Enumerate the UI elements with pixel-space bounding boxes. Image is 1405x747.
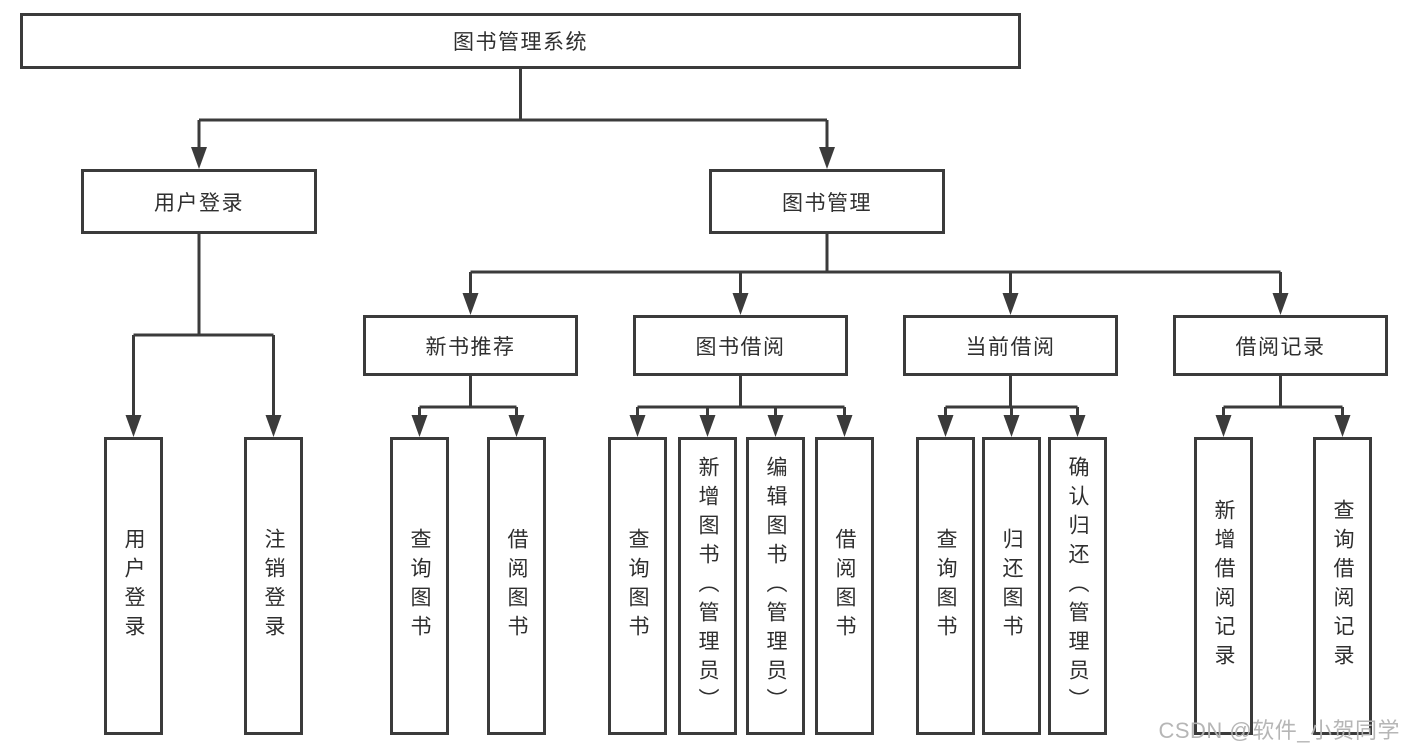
edge-book-borrow-to-children bbox=[629, 376, 853, 437]
arrowhead-icon bbox=[265, 415, 282, 437]
node-leaf-logout-label: 注销登录 bbox=[262, 528, 285, 644]
node-leaf-cb-confirm: 确认归还（管理员） bbox=[1048, 437, 1107, 735]
edge-line bbox=[944, 376, 1079, 419]
node-leaf-bb-borrow-label: 借阅图书 bbox=[833, 528, 856, 644]
arrowhead-icon bbox=[1069, 415, 1086, 437]
arrowhead-icon bbox=[819, 147, 835, 169]
node-book-borrow-label: 图书借阅 bbox=[695, 335, 786, 359]
node-leaf-logout: 注销登录 bbox=[244, 437, 303, 735]
node-leaf-bb-add-label: 新增图书（管理员） bbox=[696, 455, 719, 717]
edge-book-mgmt-to-children bbox=[462, 234, 1289, 315]
node-leaf-cb-return: 归还图书 bbox=[982, 437, 1041, 735]
node-new-book-rec-label: 新书推荐 bbox=[425, 335, 516, 359]
arrowhead-icon bbox=[1215, 415, 1232, 437]
node-root-label: 图书管理系统 bbox=[453, 31, 588, 54]
node-book-borrow: 图书借阅 bbox=[633, 315, 848, 376]
node-leaf-cb-query-label: 查询图书 bbox=[934, 528, 957, 644]
edge-current-borrow-to-children bbox=[937, 376, 1086, 437]
edge-line bbox=[132, 234, 275, 419]
node-leaf-bb-add: 新增图书（管理员） bbox=[678, 437, 737, 735]
node-root: 图书管理系统 bbox=[20, 13, 1021, 69]
node-book-mgmt: 图书管理 bbox=[709, 169, 945, 234]
arrowhead-icon bbox=[767, 415, 784, 437]
node-leaf-user-login-label: 用户登录 bbox=[122, 528, 145, 644]
edge-user-login-to-children bbox=[125, 234, 282, 437]
node-current-borrow: 当前借阅 bbox=[903, 315, 1118, 376]
node-leaf-nb-borrow: 借阅图书 bbox=[487, 437, 546, 735]
node-leaf-br-query: 查询借阅记录 bbox=[1313, 437, 1372, 735]
node-leaf-cb-confirm-label: 确认归还（管理员） bbox=[1066, 455, 1089, 717]
node-leaf-nb-query-label: 查询图书 bbox=[408, 528, 431, 644]
edge-line bbox=[197, 69, 829, 151]
csdn-watermark: CSDN @软件_小贺同学 bbox=[1158, 718, 1400, 743]
arrowhead-icon bbox=[1334, 415, 1351, 437]
node-leaf-bb-edit-label: 编辑图书（管理员） bbox=[764, 455, 787, 717]
arrowhead-icon bbox=[937, 415, 954, 437]
arrowhead-icon bbox=[1003, 415, 1020, 437]
edge-line bbox=[418, 376, 518, 419]
node-leaf-user-login: 用户登录 bbox=[104, 437, 163, 735]
node-leaf-nb-query: 查询图书 bbox=[390, 437, 449, 735]
arrowhead-icon bbox=[629, 415, 646, 437]
node-borrow-records-label: 借阅记录 bbox=[1235, 335, 1326, 359]
node-user-login-group-label: 用户登录 bbox=[154, 191, 244, 215]
arrowhead-icon bbox=[191, 147, 207, 169]
node-current-borrow-label: 当前借阅 bbox=[965, 335, 1056, 359]
edge-borrow-records-to-children bbox=[1215, 376, 1351, 437]
node-leaf-bb-query-label: 查询图书 bbox=[626, 528, 649, 644]
node-leaf-nb-borrow-label: 借阅图书 bbox=[505, 528, 528, 644]
arrowhead-icon bbox=[699, 415, 716, 437]
arrowhead-icon bbox=[462, 293, 479, 315]
node-leaf-bb-query: 查询图书 bbox=[608, 437, 667, 735]
node-user-login-group: 用户登录 bbox=[81, 169, 317, 234]
node-leaf-bb-borrow: 借阅图书 bbox=[815, 437, 874, 735]
node-leaf-br-add-label: 新增借阅记录 bbox=[1212, 499, 1235, 673]
edge-line bbox=[469, 234, 1282, 297]
arrowhead-icon bbox=[1272, 293, 1289, 315]
node-leaf-bb-edit: 编辑图书（管理员） bbox=[746, 437, 805, 735]
arrowhead-icon bbox=[1002, 293, 1019, 315]
node-new-book-rec: 新书推荐 bbox=[363, 315, 578, 376]
edge-line bbox=[1222, 376, 1344, 419]
node-leaf-cb-return-label: 归还图书 bbox=[1000, 528, 1023, 644]
node-leaf-cb-query: 查询图书 bbox=[916, 437, 975, 735]
edge-new-book-rec-to-children bbox=[411, 376, 525, 437]
node-leaf-br-query-label: 查询借阅记录 bbox=[1331, 499, 1354, 673]
node-book-mgmt-label: 图书管理 bbox=[782, 191, 872, 215]
edge-root-to-level2 bbox=[191, 69, 835, 169]
edge-line bbox=[636, 376, 846, 419]
node-borrow-records: 借阅记录 bbox=[1173, 315, 1388, 376]
node-leaf-br-add: 新增借阅记录 bbox=[1194, 437, 1253, 735]
arrowhead-icon bbox=[836, 415, 853, 437]
arrowhead-icon bbox=[732, 293, 749, 315]
arrowhead-icon bbox=[125, 415, 142, 437]
arrowhead-icon bbox=[508, 415, 525, 437]
arrowhead-icon bbox=[411, 415, 428, 437]
